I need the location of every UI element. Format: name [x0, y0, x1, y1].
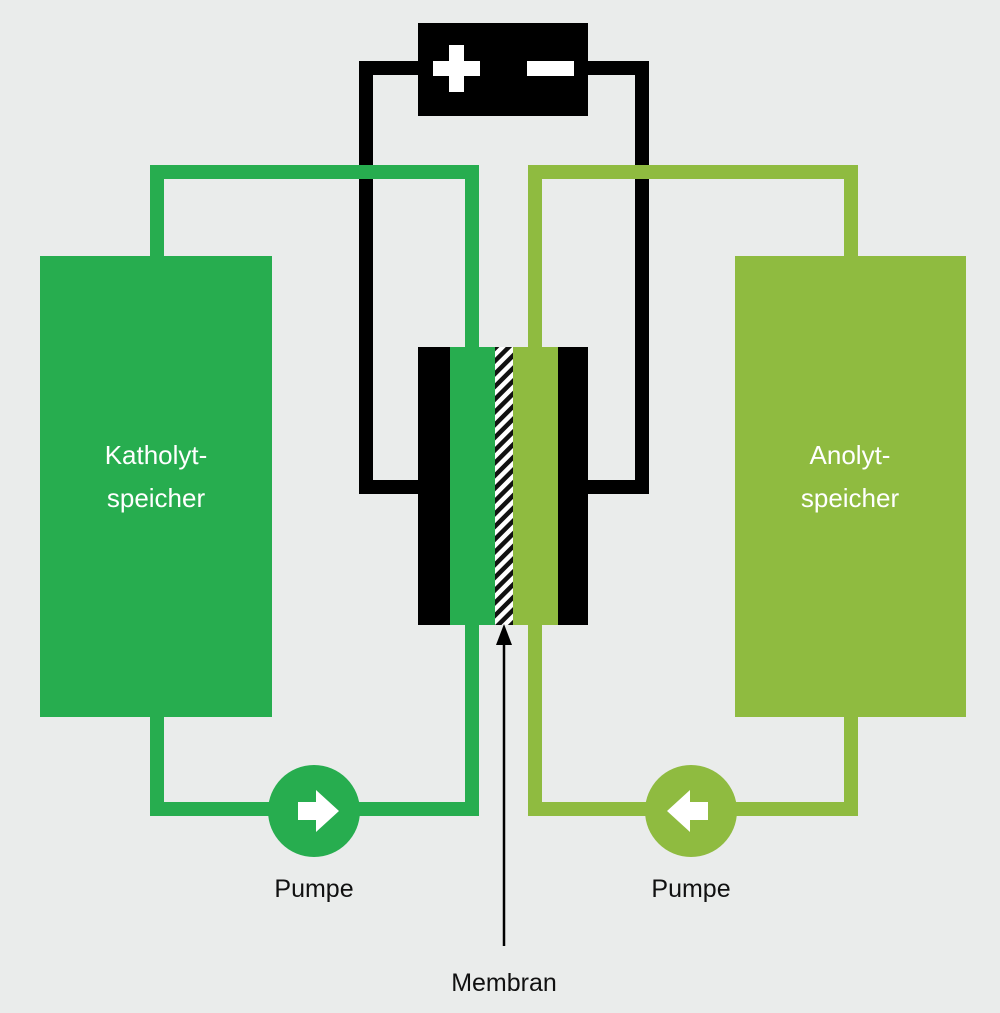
right-electrode	[558, 347, 588, 625]
membrane-hatch	[495, 347, 513, 625]
left-pump	[268, 765, 360, 857]
arrow-left-icon	[667, 790, 708, 832]
membrane-label: Membran	[451, 969, 557, 997]
right-pump	[645, 765, 737, 857]
left-pump-label: Pumpe	[274, 875, 353, 903]
anolyte-half-cell	[513, 347, 558, 625]
catholyte-tank: Katholyt- speicher	[40, 256, 272, 717]
minus-icon	[527, 61, 574, 76]
cell-stack	[418, 347, 588, 625]
plus-icon	[433, 45, 480, 92]
anolyte-tank: Anolyt- speicher	[735, 256, 966, 717]
anolyte-tank-label-line1: Anolyt-	[810, 440, 891, 470]
catholyte-supply-pipe	[150, 165, 479, 350]
catholyte-half-cell	[450, 347, 495, 625]
battery-icon	[418, 23, 588, 116]
left-electrode	[418, 347, 450, 625]
circuit-wire-right	[587, 61, 649, 494]
anolyte-tank-label-line2: speicher	[801, 483, 900, 513]
circuit-wire-left	[359, 61, 420, 494]
membrane-pointer-arrow	[496, 624, 512, 946]
anolyte-supply-pipe	[528, 165, 858, 350]
right-pump-label: Pumpe	[651, 875, 730, 903]
catholyte-tank-label-line2: speicher	[107, 483, 206, 513]
arrow-right-icon	[298, 790, 339, 832]
catholyte-tank-label-line1: Katholyt-	[105, 440, 208, 470]
